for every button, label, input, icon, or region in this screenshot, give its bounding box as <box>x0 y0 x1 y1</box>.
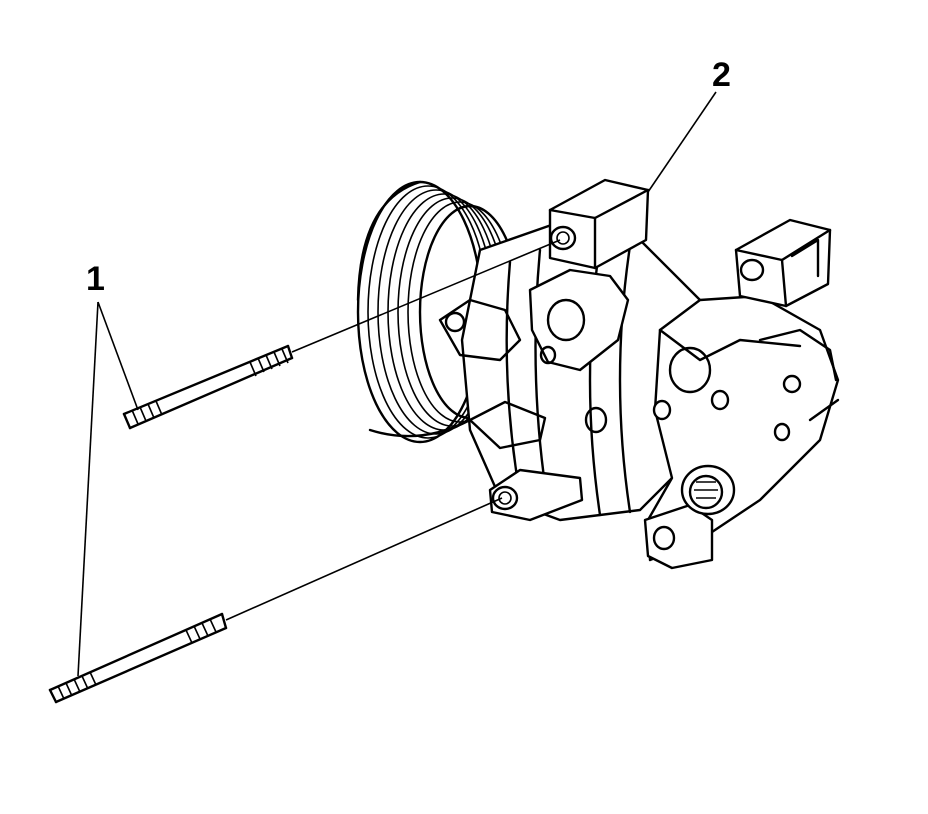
callout-leader-2 <box>647 91 717 193</box>
mounting-ear-top <box>548 178 650 270</box>
callout-leader-1 <box>77 301 139 677</box>
stud-bolt-icon <box>48 497 503 704</box>
callout-label-1: 1 <box>86 260 105 298</box>
fitting-icon <box>680 464 736 516</box>
callout-label-2: 2 <box>712 56 731 94</box>
connector-icon <box>734 218 832 308</box>
stud-bolt-icon <box>122 239 561 430</box>
mounting-ear-bottom <box>488 468 584 522</box>
ac-compressor-icon <box>356 178 840 570</box>
